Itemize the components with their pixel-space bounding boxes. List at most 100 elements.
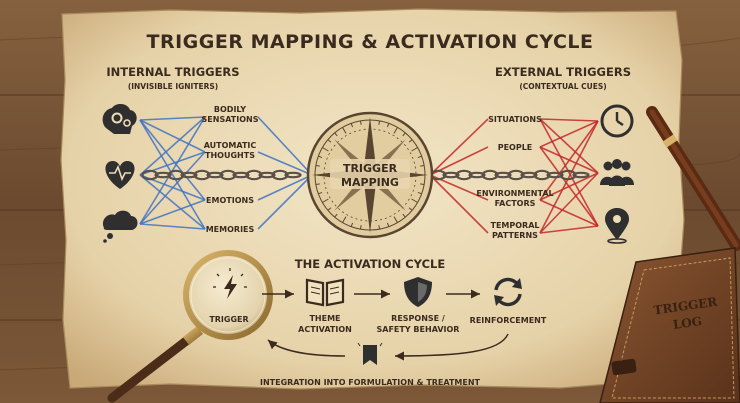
- compass-tick: [359, 120, 362, 125]
- clock-icon: [600, 104, 634, 138]
- magnifying-glass: [107, 250, 273, 403]
- compass-tick: [386, 123, 390, 128]
- fountain-pen: [640, 98, 740, 251]
- external-connection-lines: [429, 118, 599, 234]
- svg-text:SITUATIONS: SITUATIONS: [488, 115, 542, 124]
- external-label-people: PEOPLE: [498, 143, 533, 152]
- integration-label: INTEGRATION INTO FORMULATION & TREATMENT: [260, 378, 481, 387]
- compass-tick: [342, 216, 347, 223]
- svg-text:TEMPORAL: TEMPORAL: [491, 221, 540, 230]
- external-connector: [539, 118, 599, 174]
- compass-tick: [378, 225, 381, 230]
- compass-tick: [318, 155, 323, 159]
- external-connector: [539, 146, 599, 227]
- compass-tick: [334, 213, 338, 218]
- compass-tick: [417, 155, 422, 159]
- chain-link: [154, 171, 172, 179]
- external-subheading: (CONTEXTUAL CUES): [519, 82, 606, 91]
- internal-connector: [139, 116, 206, 121]
- external-heading: EXTERNAL TRIGGERS: [495, 65, 631, 79]
- external-label-environmental-factors: ENVIRONMENTAL FACTORS: [476, 189, 553, 208]
- svg-text:ACTIVATION: ACTIVATION: [298, 325, 352, 334]
- internal-connection-lines: [139, 116, 313, 230]
- internal-label-automatic-thoughts: AUTOMATIC THOUGHTS: [204, 141, 257, 160]
- chain-link: [206, 171, 224, 179]
- chain-links: [141, 169, 590, 181]
- chain-link: [546, 171, 564, 179]
- internal-connector: [139, 119, 206, 153]
- external-connector: [539, 118, 599, 227]
- compass-tick: [327, 207, 332, 211]
- external-connector: [539, 172, 599, 234]
- external-connector: [539, 146, 599, 174]
- external-connector: [429, 118, 489, 176]
- chain-link: [559, 169, 577, 181]
- compass-tick: [408, 207, 413, 211]
- internal-connector: [139, 119, 206, 201]
- svg-text:SAFETY BEHAVIOR: SAFETY BEHAVIOR: [377, 325, 460, 334]
- internal-connector: [139, 174, 206, 230]
- chain-link: [167, 169, 185, 181]
- compass-tick: [417, 191, 422, 195]
- compass-tick: [334, 132, 338, 137]
- chain-link: [193, 169, 211, 181]
- compass-tick: [318, 191, 323, 195]
- svg-text:AUTOMATIC: AUTOMATIC: [204, 141, 257, 150]
- svg-text:MEMORIES: MEMORIES: [206, 225, 255, 234]
- compass-tick: [411, 198, 418, 203]
- svg-text:EMOTIONS: EMOTIONS: [206, 196, 254, 205]
- chain-link: [520, 171, 538, 179]
- compass-tick: [420, 183, 425, 186]
- external-connector: [539, 120, 599, 234]
- stage-label-reinforcement: REINFORCEMENT: [470, 316, 547, 325]
- svg-text:PEOPLE: PEOPLE: [498, 143, 533, 152]
- internal-connector: [257, 151, 313, 176]
- map-pin-icon: [605, 208, 629, 244]
- svg-text:FACTORS: FACTORS: [495, 199, 536, 208]
- book-icon: [305, 278, 345, 307]
- internal-subheading: (INVISIBLE IGNITERS): [128, 82, 218, 91]
- compass-tick: [408, 139, 413, 143]
- trigger-mapping-compass: TRIGGER MAPPING: [306, 111, 434, 239]
- trigger-log-journal: TRIGGER LOG: [599, 247, 740, 403]
- chain-link: [141, 169, 159, 181]
- brain-gears-icon: [102, 104, 137, 134]
- compass-tick: [378, 120, 381, 125]
- lightning-icon: [213, 268, 247, 299]
- compass-tick: [402, 213, 406, 218]
- internal-connector: [139, 116, 206, 176]
- chain-link: [284, 171, 302, 179]
- external-connector: [539, 225, 599, 234]
- compass-tick: [322, 147, 329, 152]
- diagram-title: TRIGGER MAPPING & ACTIVATION CYCLE: [147, 31, 594, 53]
- internal-connector: [257, 174, 313, 230]
- external-connector: [429, 174, 489, 234]
- svg-text:PATTERNS: PATTERNS: [492, 231, 538, 240]
- people-icon: [600, 159, 634, 186]
- chain-link: [245, 169, 263, 181]
- cycle-flow-arrows: [262, 289, 509, 361]
- heart-pulse-icon: [105, 161, 135, 189]
- compass-tick: [386, 222, 390, 227]
- internal-label-bodily-sensations: BODILY SENSATIONS: [202, 105, 259, 124]
- thought-cloud-icon: [102, 210, 138, 243]
- compass-label-line2: MAPPING: [341, 176, 399, 189]
- cycle-arrows-icon: [494, 277, 522, 307]
- chain-link: [494, 171, 512, 179]
- arrow-return-left: [267, 339, 346, 357]
- chain-link: [258, 171, 276, 179]
- chain-link: [271, 169, 289, 181]
- internal-connector: [257, 174, 313, 201]
- chain-link: [180, 171, 198, 179]
- chain-link: [219, 169, 237, 181]
- internal-connector: [139, 223, 206, 230]
- svg-text:THOUGHTS: THOUGHTS: [205, 151, 255, 160]
- external-connector: [539, 120, 599, 148]
- svg-text:ENVIRONMENTAL: ENVIRONMENTAL: [476, 189, 553, 198]
- chain-link: [455, 169, 473, 181]
- chain-link: [442, 171, 460, 179]
- chain-link: [572, 171, 590, 179]
- compass-tick: [315, 164, 320, 167]
- chain-link: [507, 169, 525, 181]
